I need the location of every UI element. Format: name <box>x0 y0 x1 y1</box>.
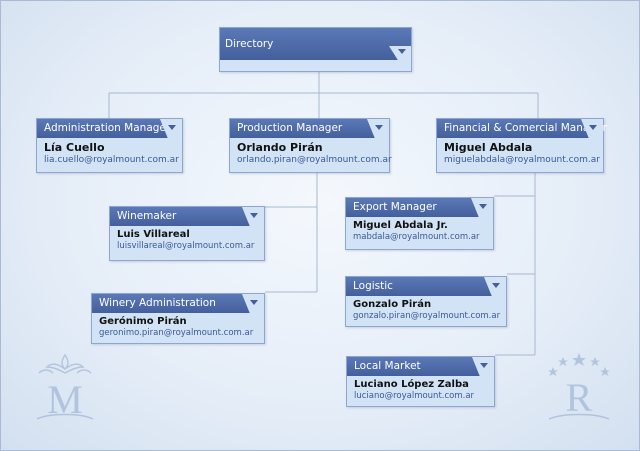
chevron-down-icon <box>471 198 493 217</box>
node-person-name: Orlando Pirán <box>237 141 323 154</box>
node-winery-administration[interactable]: Winery Administration Gerónimo Pirán ger… <box>91 293 265 344</box>
node-person-name: Luis Villareal <box>117 229 190 240</box>
logo-letter: R <box>566 375 593 420</box>
node-email: orlando.piran@royalmount.com.ar <box>237 155 392 165</box>
node-export-manager[interactable]: Export Manager Miguel Abdala Jr. mabdala… <box>345 197 494 250</box>
royalmount-r-logo-icon: R <box>548 353 610 420</box>
node-title: Winery Administration <box>99 297 216 309</box>
node-person-name: Gonzalo Pirán <box>353 299 432 310</box>
node-email: gonzalo.piran@royalmount.com.ar <box>353 311 501 321</box>
node-person-name: Gerónimo Pirán <box>99 316 187 327</box>
chevron-down-icon <box>242 207 264 226</box>
node-financial-manager[interactable]: Financial & Comercial Manager Miguel Abd… <box>436 118 607 173</box>
node-title: Export Manager <box>353 201 437 213</box>
node-title: Administration Manager <box>44 122 171 134</box>
node-email: mabdala@royalmount.com.ar <box>353 232 480 242</box>
directory-label: Directory <box>225 38 274 50</box>
node-email: lia.cuello@royalmount.com.ar <box>44 155 179 165</box>
node-person-name: Lía Cuello <box>44 141 105 154</box>
directory-node[interactable]: Directory <box>219 27 412 72</box>
node-title: Local Market <box>354 360 421 372</box>
node-local-market[interactable]: Local Market Luciano López Zalba luciano… <box>346 356 495 407</box>
node-winemaker[interactable]: Winemaker Luis Villareal luisvillareal@r… <box>109 206 265 261</box>
chevron-down-icon <box>367 119 389 138</box>
node-administration-manager[interactable]: Administration Manager Lía Cuello lia.cu… <box>36 118 183 173</box>
chevron-down-icon <box>472 357 494 376</box>
node-person-name: Luciano López Zalba <box>354 379 469 390</box>
node-email: luciano@royalmount.com.ar <box>354 391 475 401</box>
royalmount-m-logo-icon: M <box>36 353 94 422</box>
chevron-down-icon <box>484 277 506 296</box>
node-title: Logistic <box>353 280 393 292</box>
node-email: miguelabdala@royalmount.com.ar <box>444 155 600 165</box>
logo-letter: M <box>47 377 83 422</box>
node-email: luisvillareal@royalmount.com.ar <box>117 241 255 251</box>
node-logistic[interactable]: Logistic Gonzalo Pirán gonzalo.piran@roy… <box>345 276 507 327</box>
node-email: geronimo.piran@royalmount.com.ar <box>99 328 254 338</box>
node-person-name: Miguel Abdala Jr. <box>353 220 448 231</box>
node-title: Production Manager <box>237 122 343 134</box>
node-title: Winemaker <box>117 210 177 222</box>
node-person-name: Miguel Abdala <box>444 141 533 154</box>
node-title: Financial & Comercial Manager <box>444 122 607 134</box>
node-production-manager[interactable]: Production Manager Orlando Pirán orlando… <box>229 118 392 173</box>
chevron-down-icon <box>242 294 264 313</box>
chevron-down-icon <box>389 46 411 60</box>
